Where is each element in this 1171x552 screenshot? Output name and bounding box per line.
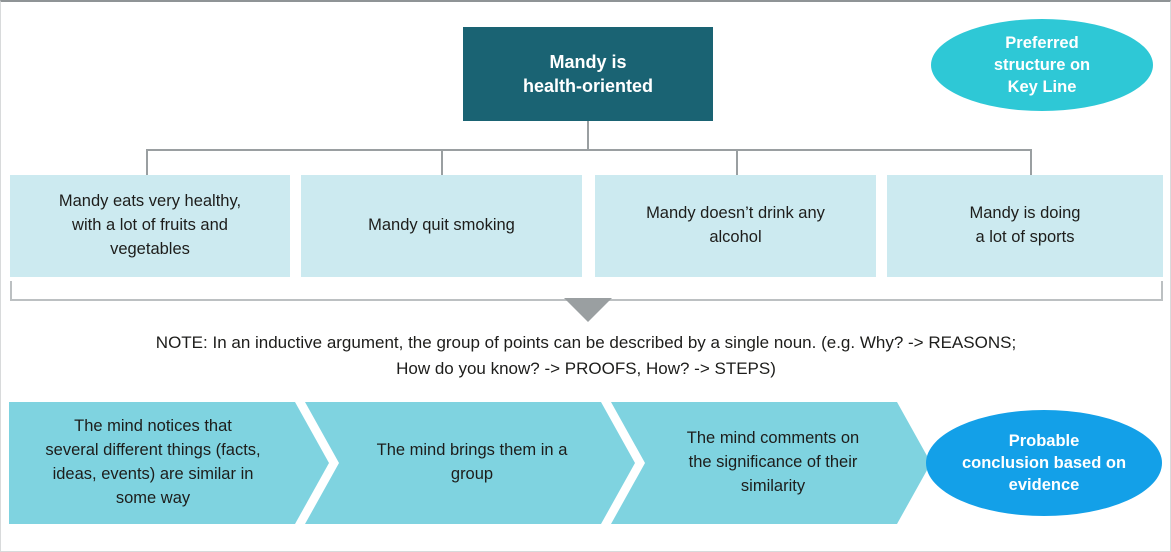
- bracket-tick-left: [10, 281, 12, 301]
- bracket-tick-right: [1161, 281, 1163, 301]
- down-arrow-icon: [564, 298, 612, 322]
- connector-vertical-trunk: [587, 121, 589, 151]
- process-step-2[interactable]: The mind brings them in a group: [305, 402, 635, 524]
- main-point-box[interactable]: Mandy is health-oriented: [463, 27, 713, 121]
- conclusion-badge[interactable]: Probable conclusion based on evidence: [926, 410, 1162, 516]
- connector-horizontal-bar: [146, 149, 1032, 151]
- connector-branch-1: [146, 149, 148, 175]
- connector-branch-4: [1030, 149, 1032, 175]
- support-point-4[interactable]: Mandy is doing a lot of sports: [887, 175, 1163, 277]
- preferred-structure-badge[interactable]: Preferred structure on Key Line: [931, 19, 1153, 111]
- process-step-1[interactable]: The mind notices that several different …: [9, 402, 329, 524]
- support-point-3[interactable]: Mandy doesn’t drink any alcohol: [595, 175, 876, 277]
- support-point-2[interactable]: Mandy quit smoking: [301, 175, 582, 277]
- process-step-3[interactable]: The mind comments on the significance of…: [611, 402, 931, 524]
- support-point-1[interactable]: Mandy eats very healthy, with a lot of f…: [10, 175, 290, 277]
- connector-branch-3: [736, 149, 738, 175]
- process-chevron-row: The mind notices that several different …: [9, 402, 1164, 524]
- connector-branch-2: [441, 149, 443, 175]
- note-text: NOTE: In an inductive argument, the grou…: [155, 333, 1017, 379]
